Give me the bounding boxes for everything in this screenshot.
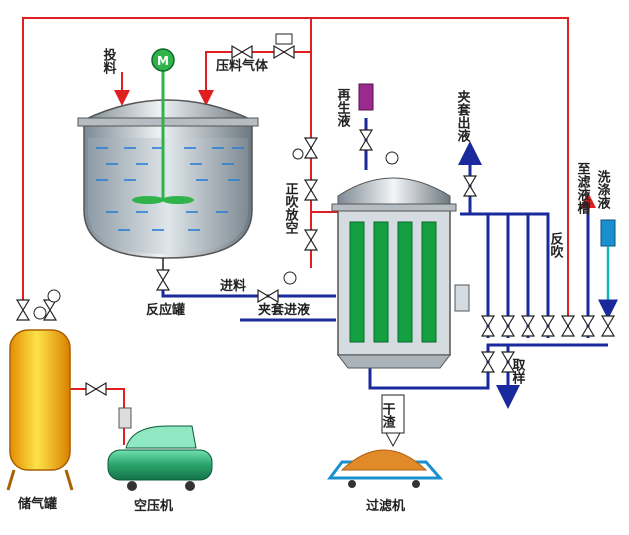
label-dry-residue: 干渣: [380, 402, 396, 429]
label-feed-in: 投料: [101, 47, 117, 75]
label-jacket-in: 夹套进液: [258, 302, 310, 318]
gas-tank: [6, 329, 74, 491]
air-compressor: [107, 407, 213, 491]
label-pressure-gas: 压料气体: [216, 58, 269, 74]
gas-valve-icon: [231, 44, 253, 60]
label-to-filtrate-tank: 至滤液槽: [575, 162, 591, 215]
motor-label: M: [157, 54, 169, 68]
label-regen-liquid: 再生液: [335, 88, 351, 128]
label-gas-tank: 储气罐: [17, 496, 57, 512]
label-reverse-blow: 反吹: [548, 231, 564, 259]
reactor-bottom-valve-icon: [155, 269, 171, 291]
label-forward-blow: 正吹放空: [283, 182, 300, 234]
gas-valve-2-icon: [273, 44, 295, 60]
liquid-supply-tanks: [358, 83, 618, 320]
label-filter: 过滤机: [366, 498, 405, 514]
label-reactor: 反应罐: [146, 302, 185, 318]
manifold-valves: [257, 175, 616, 373]
filter-vessel: [331, 151, 470, 369]
reactor-vessel: M: [77, 48, 259, 291]
label-sampling: 取样: [510, 358, 526, 385]
residue-discharge: [327, 394, 444, 488]
label-compressor: 空压机: [134, 498, 173, 514]
label-feed: 进料: [220, 278, 246, 294]
valves: [15, 33, 319, 397]
label-wash-liquid: 洗涤液: [595, 169, 611, 210]
labels: 投料 压料气体 再生液 夹套出液 正吹放空 反吹 至滤液槽 洗涤液 进料 夹套进…: [17, 47, 610, 514]
label-jacket-out: 夹套出液: [455, 89, 472, 143]
